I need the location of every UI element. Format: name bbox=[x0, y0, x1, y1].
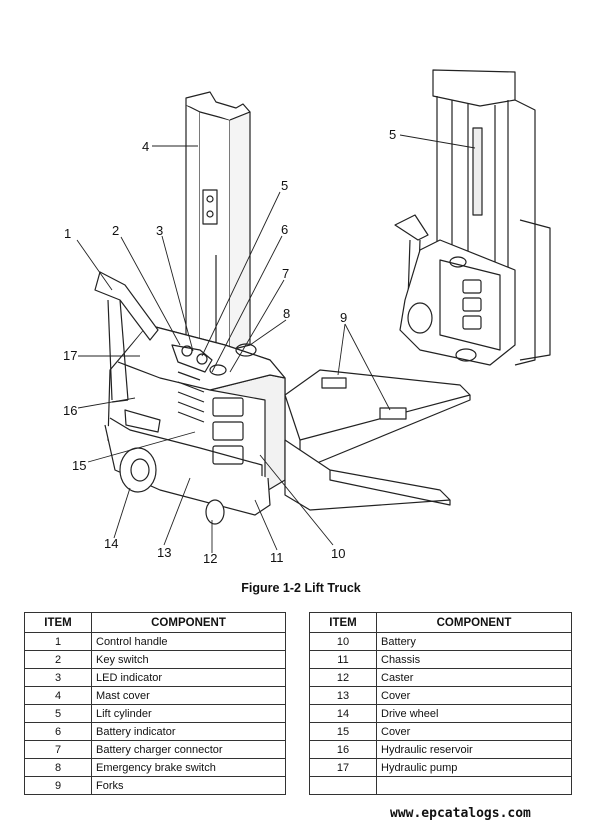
component-name: Mast cover bbox=[91, 686, 286, 705]
component-name: Battery charger connector bbox=[91, 740, 286, 759]
component-name: Forks bbox=[91, 776, 286, 795]
callout-6: 6 bbox=[281, 222, 288, 237]
callout-5: 5 bbox=[281, 178, 288, 193]
callout-7: 7 bbox=[282, 266, 289, 281]
component-name: Emergency brake switch bbox=[91, 758, 286, 777]
callout-1: 1 bbox=[64, 226, 71, 241]
callout-5-rear: 5 bbox=[389, 127, 396, 142]
component-column-header: COMPONENT bbox=[376, 612, 572, 633]
callout-3: 3 bbox=[156, 223, 163, 238]
component-name: Battery bbox=[376, 632, 572, 651]
item-number: 9 bbox=[24, 776, 92, 795]
item-number: 16 bbox=[309, 740, 377, 759]
item-number: 11 bbox=[309, 650, 377, 669]
item-number: 6 bbox=[24, 722, 92, 741]
callout-8: 8 bbox=[283, 306, 290, 321]
callout-14: 14 bbox=[104, 536, 118, 551]
component-name: Hydraulic pump bbox=[376, 758, 572, 777]
table-row bbox=[309, 776, 572, 795]
callout-4: 4 bbox=[142, 139, 149, 154]
callout-15: 15 bbox=[72, 458, 86, 473]
component-name: Cover bbox=[376, 722, 572, 741]
callout-13: 13 bbox=[157, 545, 171, 560]
item-number: 5 bbox=[24, 704, 92, 723]
callout-2: 2 bbox=[112, 223, 119, 238]
item-number: 1 bbox=[24, 632, 92, 651]
callout-9: 9 bbox=[340, 310, 347, 325]
component-name: Drive wheel bbox=[376, 704, 572, 723]
item-number: 8 bbox=[24, 758, 92, 777]
component-name: Battery indicator bbox=[91, 722, 286, 741]
lift-truck-figure: 1 2 3 4 5 6 7 8 9 10 11 12 13 14 15 16 1… bbox=[63, 69, 551, 566]
callout-10: 10 bbox=[331, 546, 345, 561]
component-name bbox=[376, 776, 572, 795]
table-header-row: ITEM COMPONENT bbox=[309, 612, 572, 633]
lift-truck-illustration: 1 2 3 4 5 6 7 8 9 10 11 12 13 14 15 16 1… bbox=[63, 69, 551, 566]
component-name: Key switch bbox=[91, 650, 286, 669]
item-number: 3 bbox=[24, 668, 92, 687]
callout-11: 11 bbox=[270, 550, 284, 565]
item-number: 15 bbox=[309, 722, 377, 741]
component-name: Cover bbox=[376, 686, 572, 705]
component-name: Lift cylinder bbox=[91, 704, 286, 723]
component-name: Chassis bbox=[376, 650, 572, 669]
item-column-header: ITEM bbox=[24, 612, 92, 633]
figure-caption: Figure 1-2 Lift Truck bbox=[241, 581, 361, 595]
component-name: LED indicator bbox=[91, 668, 286, 687]
watermark-url: www.epcatalogs.com bbox=[390, 806, 531, 821]
component-name: Control handle bbox=[91, 632, 286, 651]
item-column-header: ITEM bbox=[309, 612, 377, 633]
item-number: 10 bbox=[309, 632, 377, 651]
item-number: 4 bbox=[24, 686, 92, 705]
component-name: Hydraulic reservoir bbox=[376, 740, 572, 759]
item-number bbox=[309, 776, 377, 795]
callout-17: 17 bbox=[63, 348, 77, 363]
component-column-header: COMPONENT bbox=[91, 612, 286, 633]
callout-12: 12 bbox=[203, 551, 217, 566]
component-name: Caster bbox=[376, 668, 572, 687]
item-number: 13 bbox=[309, 686, 377, 705]
callout-labels: 1 2 3 4 5 6 7 8 9 10 11 12 13 14 15 16 1… bbox=[63, 127, 396, 566]
item-number: 12 bbox=[309, 668, 377, 687]
item-number: 7 bbox=[24, 740, 92, 759]
item-number: 17 bbox=[309, 758, 377, 777]
callout-16: 16 bbox=[63, 403, 77, 418]
item-number: 2 bbox=[24, 650, 92, 669]
table-header-row: ITEM COMPONENT bbox=[24, 612, 286, 633]
item-number: 14 bbox=[309, 704, 377, 723]
